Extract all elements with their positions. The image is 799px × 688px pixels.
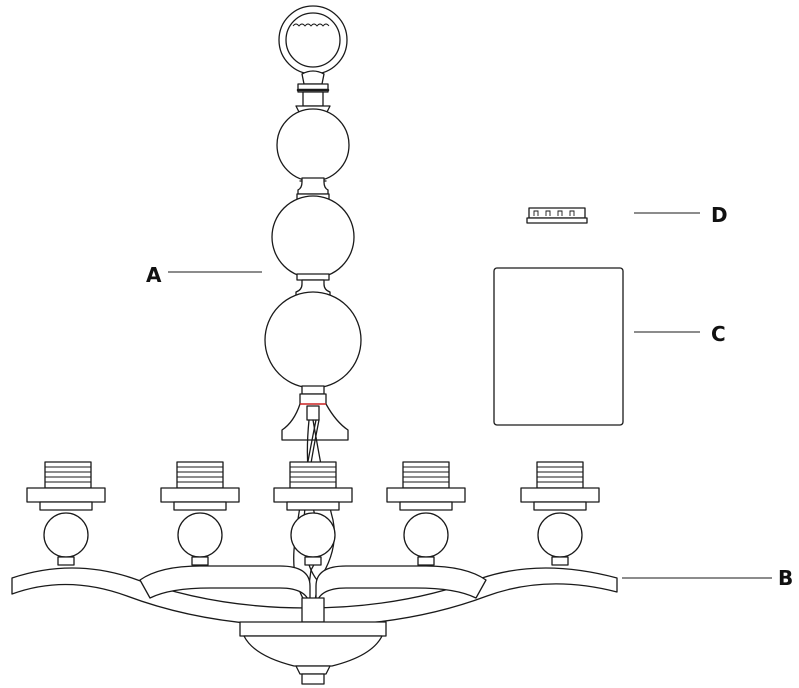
leader-c: C: [634, 322, 726, 346]
leader-a: A: [146, 263, 262, 287]
part-a-center-stem: A: [146, 5, 362, 601]
leader-d: D: [634, 203, 728, 227]
stem-ball-bottom: [264, 291, 362, 389]
arm-cup-4: [386, 461, 466, 566]
hanging-loop: [278, 5, 348, 113]
center-hub: [239, 597, 387, 685]
label-d: D: [711, 203, 728, 227]
part-b-arm-body: B: [11, 461, 793, 685]
arm-cup-3: [273, 461, 353, 566]
part-c-panel: C: [493, 267, 726, 426]
label-a: A: [146, 263, 162, 287]
leader-b: B: [622, 566, 793, 590]
arm-cup-1: [26, 461, 106, 566]
label-c: C: [711, 322, 726, 346]
part-d-connector: D: [526, 203, 728, 227]
arm-cup-5: [520, 461, 600, 566]
stem-ball-top: [276, 108, 350, 182]
label-b: B: [778, 566, 793, 590]
stem-ball-middle: [271, 195, 355, 279]
arm-cup-2: [160, 461, 240, 566]
